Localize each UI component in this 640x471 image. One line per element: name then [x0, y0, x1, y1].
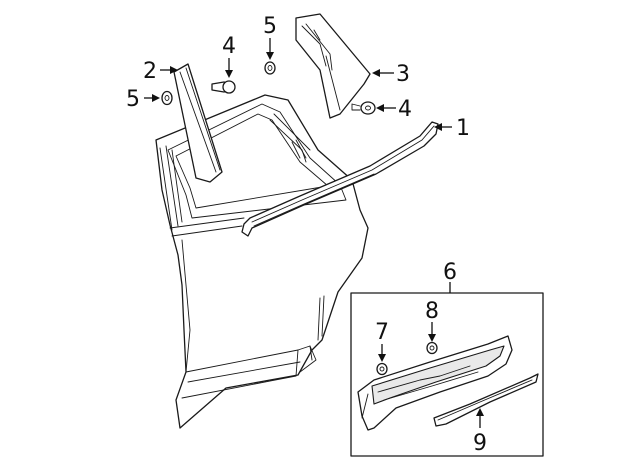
callout-labels: 1 2 3 4 4 5 5 6 7 8 9 — [126, 14, 487, 456]
callout-4-right: 4 — [398, 97, 412, 122]
callout-4-upper: 4 — [222, 34, 236, 59]
callout-9: 9 — [473, 431, 487, 456]
part-7-clip — [376, 362, 388, 376]
callout-6: 6 — [443, 260, 457, 285]
callout-5-left: 5 — [126, 87, 140, 112]
part-5-clip-left — [161, 90, 173, 106]
callout-8: 8 — [425, 299, 439, 324]
part-5-clip-upper — [264, 61, 276, 75]
part-8-clip — [426, 341, 438, 355]
part-1-belt-molding — [241, 121, 439, 237]
callout-1: 1 — [456, 116, 470, 141]
part-4-bolt-right — [351, 101, 376, 115]
part-2-pillar-applique — [173, 63, 223, 183]
callout-5-upper: 5 — [263, 14, 277, 39]
rear-door — [155, 94, 369, 429]
part-3-corner-applique — [295, 13, 371, 119]
part-4-bolt-upper — [211, 80, 236, 94]
callout-2: 2 — [143, 59, 157, 84]
callout-3: 3 — [396, 62, 410, 87]
inset-box — [350, 292, 544, 457]
leaders — [144, 38, 484, 428]
callout-7: 7 — [375, 320, 389, 345]
